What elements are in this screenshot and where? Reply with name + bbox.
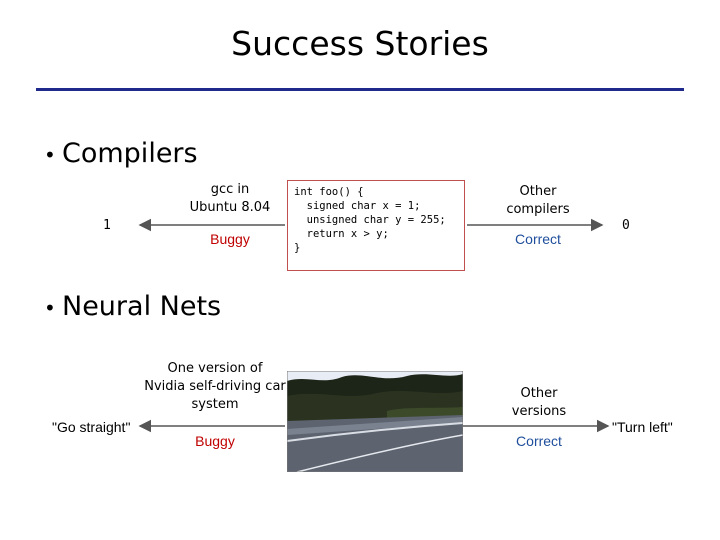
slide-title: Success Stories	[231, 24, 489, 63]
title-rule	[36, 88, 684, 91]
code-line: unsigned char y = 255;	[294, 214, 446, 226]
compilers-left-value: 1	[103, 218, 111, 233]
neural-left-label: One version of Nvidia self-driving car s…	[140, 360, 290, 414]
neural-right-label: Other versions	[478, 385, 600, 421]
road-photo	[287, 371, 463, 472]
code-snippet-box: int foo() { signed char x = 1; unsigned …	[287, 180, 465, 271]
compilers-left-label-line2: Ubuntu 8.04	[189, 200, 271, 215]
neural-right-value: "Turn left"	[612, 419, 673, 435]
bullet-dot: •	[44, 295, 56, 320]
compilers-left-label-line1: gcc in	[210, 182, 250, 197]
neural-buggy-status: Buggy	[195, 433, 235, 449]
compilers-buggy-status: Buggy	[210, 231, 250, 247]
compilers-correct-status: Correct	[515, 231, 561, 247]
neural-right-label-line1: Other	[520, 386, 558, 401]
neural-right-label-line2: versions	[511, 404, 567, 419]
compilers-right-label-line2: compilers	[506, 202, 570, 217]
bullet-dot: •	[44, 142, 56, 167]
compilers-right-label: Other compilers	[478, 183, 598, 219]
bullet-compilers-text: Compilers	[62, 138, 198, 169]
compilers-left-label: gcc in Ubuntu 8.04	[160, 181, 300, 217]
neural-left-label-line3: system	[191, 397, 239, 412]
neural-left-value: "Go straight"	[52, 419, 131, 435]
compilers-right-label-line1: Other	[519, 184, 557, 199]
code-snippet: int foo() { signed char x = 1; unsigned …	[288, 181, 464, 255]
code-line: }	[294, 242, 301, 254]
bullet-neural-nets: •Neural Nets	[44, 291, 221, 322]
bullet-neural-nets-text: Neural Nets	[62, 291, 222, 322]
code-line: return x > y;	[294, 228, 389, 240]
compilers-right-value: 0	[622, 218, 630, 233]
neural-correct-status: Correct	[516, 433, 562, 449]
neural-left-label-line1: One version of	[167, 361, 263, 376]
neural-left-label-line2: Nvidia self-driving car	[144, 379, 286, 394]
code-line: int foo() {	[294, 186, 364, 198]
code-line: signed char x = 1;	[294, 200, 421, 212]
bullet-compilers: •Compilers	[44, 138, 198, 169]
